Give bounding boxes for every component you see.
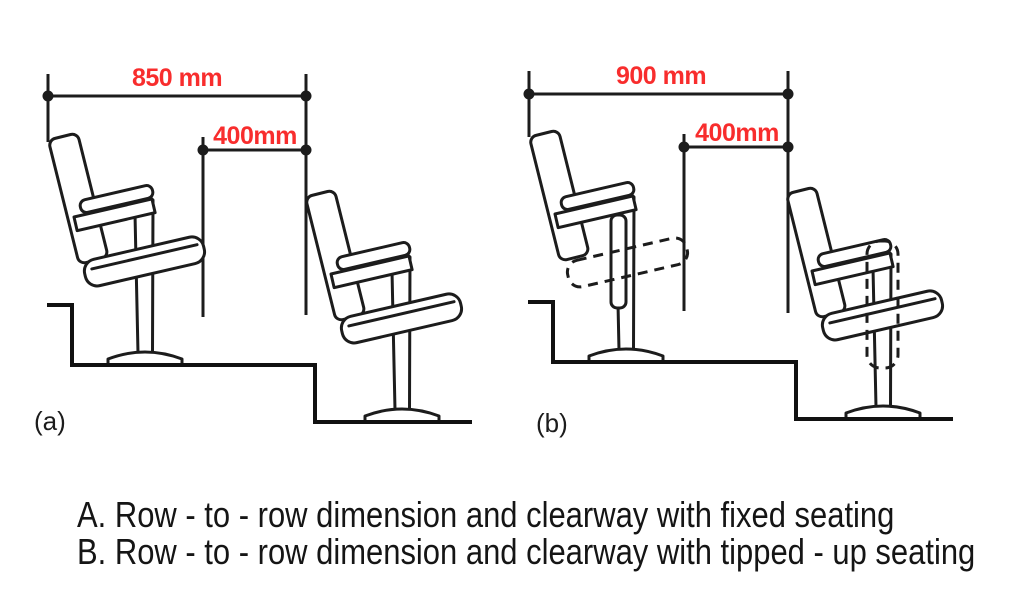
figure-label-b: (b) [536, 408, 568, 438]
diagram-canvas: 850 mm 400mm (a) 900 mm [34, 62, 953, 438]
diagram-a: 850 mm 400mm (a) [34, 64, 472, 436]
dimension-end-dot [678, 141, 690, 153]
dimension-row-to-row-b: 900 mm [523, 62, 794, 313]
row-dimension-label-a: 850 mm [132, 64, 222, 92]
stepped-floor-b [528, 300, 953, 421]
dimension-end-dot [42, 90, 54, 102]
caption-line-a: A. Row - to - row dimension and clearway… [77, 494, 895, 535]
dimension-end-dot [197, 144, 209, 156]
clearway-dimension-label-a: 400mm [213, 122, 297, 150]
diagram-b: 900 mm 400mm (b) [523, 62, 953, 438]
dimension-clearway-a: 400mm [197, 122, 312, 317]
stepped-floor-a [47, 303, 472, 424]
dimension-end-dot [300, 90, 312, 102]
dimension-end-dot [782, 88, 794, 100]
dimension-clearway-b: 400mm [678, 119, 794, 311]
fixed-seat-back-row [305, 190, 464, 422]
dimension-end-dot [782, 141, 794, 153]
dimension-row-to-row-a: 850 mm [42, 64, 312, 315]
clearway-dimension-label-b: 400mm [695, 119, 779, 147]
dimension-end-dot [523, 88, 535, 100]
figure-caption: A. Row - to - row dimension and clearway… [77, 496, 975, 570]
caption-line-b: B. Row - to - row dimension and clearway… [77, 531, 976, 572]
seat-with-tipped-outline-back-row [786, 187, 945, 419]
figure-label-a: (a) [34, 406, 66, 436]
dimension-end-dot [300, 144, 312, 156]
row-dimension-label-b: 900 mm [616, 62, 706, 90]
